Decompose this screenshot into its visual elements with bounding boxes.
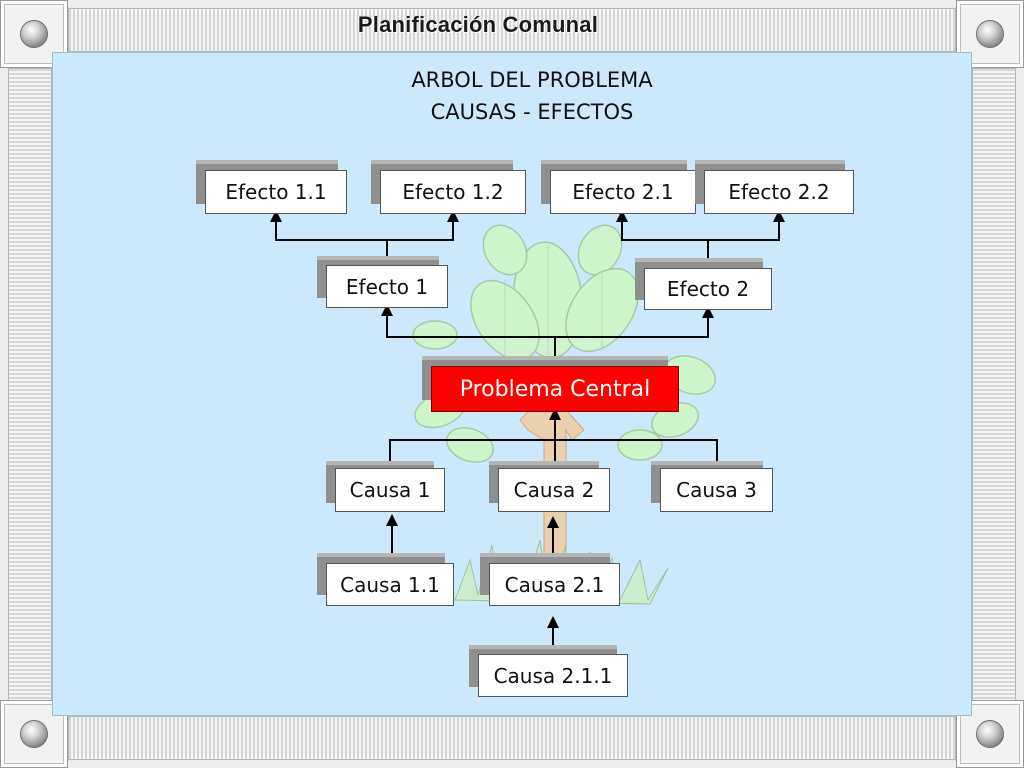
connector-central-efecto2 xyxy=(555,306,714,338)
node-efecto-1[interactable]: Efecto 1 xyxy=(326,265,448,308)
node-causa-1-1[interactable]: Causa 1.1 xyxy=(326,563,454,606)
connector-efecto2-up-right xyxy=(708,210,785,241)
node-problema-central[interactable]: Problema Central xyxy=(431,366,679,412)
node-efecto-1-2[interactable]: Efecto 1.2 xyxy=(380,170,526,214)
node-causa-2[interactable]: Causa 2 xyxy=(498,468,610,512)
node-efecto-2[interactable]: Efecto 2 xyxy=(644,268,772,310)
node-efecto-2-2[interactable]: Efecto 2.2 xyxy=(704,170,854,214)
connector-central-efecto1 xyxy=(381,304,556,366)
bolt-icon xyxy=(20,20,48,48)
slide-header-title: Planificación Comunal xyxy=(357,12,599,37)
connector-efecto1-up xyxy=(270,210,388,265)
node-causa-2-1[interactable]: Causa 2.1 xyxy=(489,563,620,606)
node-efecto-2-1[interactable]: Efecto 2.1 xyxy=(550,170,696,214)
right-rail xyxy=(972,68,1016,716)
bottom-rail xyxy=(68,716,956,760)
bolt-icon xyxy=(20,720,48,748)
top-rail xyxy=(68,8,956,52)
node-causa-2-1-1[interactable]: Causa 2.1.1 xyxy=(478,654,628,697)
diagram-title-line1: ARBOL DEL PROBLEMA xyxy=(411,68,653,92)
bolt-icon xyxy=(976,20,1004,48)
node-efecto-1-1[interactable]: Efecto 1.1 xyxy=(205,170,347,214)
node-causa-3[interactable]: Causa 3 xyxy=(660,468,773,512)
connector-efecto1-up-right xyxy=(387,210,459,241)
diagram-title-line2: CAUSAS - EFECTOS xyxy=(430,100,634,124)
node-causa-1[interactable]: Causa 1 xyxy=(335,468,445,512)
bolt-icon xyxy=(976,720,1004,748)
connector-efecto2-up xyxy=(616,210,709,268)
connector-causes-bar xyxy=(389,439,718,466)
